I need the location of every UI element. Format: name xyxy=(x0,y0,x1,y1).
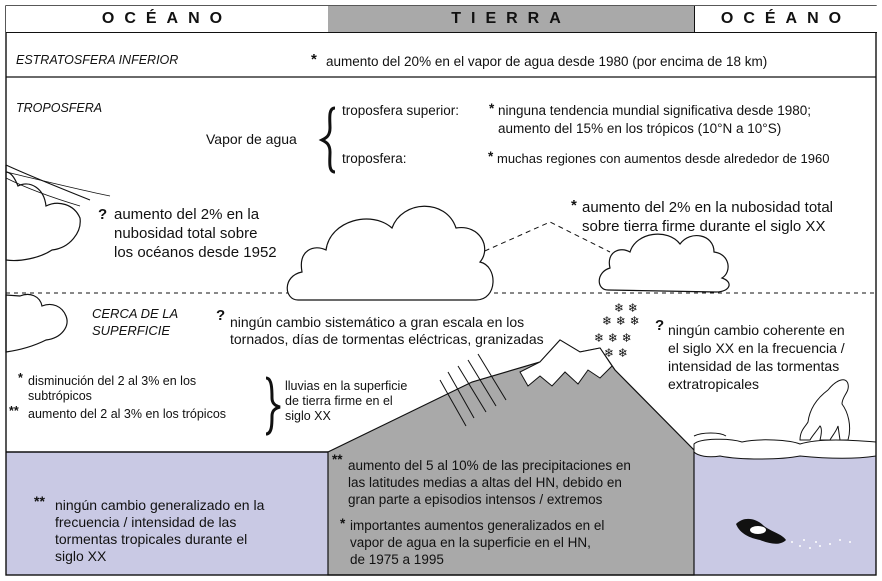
troposphere-label: TROPOSFERA xyxy=(16,101,103,115)
ocean-right-area xyxy=(694,452,876,575)
upper-troposphere-line1: ninguna tendencia mundial significativa … xyxy=(498,103,811,118)
svg-text:❄ ❄ ❄: ❄ ❄ ❄ xyxy=(594,331,632,345)
ocean-clouds-marker: ? xyxy=(98,206,108,223)
troposphere-lower-marker: * xyxy=(488,149,494,164)
rain-text-1b: subtrópicos xyxy=(28,389,92,403)
land-precip-2-line2: vapor de agua en la superficie en el HN, xyxy=(350,535,591,550)
rain-brace-line3: siglo XX xyxy=(285,409,331,423)
extratropical-line4: extratropicales xyxy=(668,376,760,392)
rain-marker-2: ** xyxy=(9,404,19,418)
upper-troposphere-line2: aumento del 15% en los trópicos (10°N a … xyxy=(498,121,782,136)
ocean-left-area xyxy=(6,452,328,575)
troposphere-label-lower: troposfera: xyxy=(342,151,407,166)
rain-text-1a: disminución del 2 al 3% en los xyxy=(28,374,197,388)
troposphere-lower-text: muchas regiones con aumentos desde alred… xyxy=(497,151,830,166)
tropical-storms-line2: frecuencia / intensidad de las xyxy=(55,514,237,530)
svg-text:❄ ❄: ❄ ❄ xyxy=(604,346,628,360)
tropical-storms-line3: tormentas tropicales durante el xyxy=(55,531,248,547)
cloud-icon xyxy=(5,293,68,353)
surface-marker: ? xyxy=(216,307,226,324)
ocean-clouds-line1: aumento del 2% en la xyxy=(114,206,260,223)
snowflake-icon: ❄ ❄ ❄ ❄ ❄ ❄ ❄ ❄ ❄ ❄ xyxy=(594,301,640,360)
tropical-storms-marker: ** xyxy=(34,493,45,509)
land-precip-2-line3: de 1975 a 1995 xyxy=(350,552,444,567)
land-clouds-marker: * xyxy=(571,197,577,214)
rain-streaks-icon xyxy=(439,353,507,427)
cloud-icon xyxy=(286,205,494,301)
tropical-storms-line1: ningún cambio generalizado en la xyxy=(55,497,265,513)
land-precip-2-line1: importantes aumentos generalizados en el xyxy=(350,518,605,533)
header-land: TIERRA xyxy=(328,6,694,33)
vapor-brace xyxy=(318,106,336,174)
rain-marker-1: * xyxy=(18,371,23,385)
water-vapor-label: Vapor de agua xyxy=(206,131,297,147)
rain-text-2: aumento del 2 al 3% en los trópicos xyxy=(28,407,227,421)
mountain-icon xyxy=(327,339,695,576)
ocean-clouds-line2: nubosidad total sobre xyxy=(114,225,258,242)
land-clouds-line1: aumento del 2% en la nubosidad total xyxy=(582,199,834,216)
rain-brace-line1: lluvias en la superficie xyxy=(285,379,408,393)
land-precip-1-line3: gran parte a episodios intensos / extrem… xyxy=(348,492,603,507)
tropical-storms-line4: siglo XX xyxy=(55,548,107,564)
land-clouds-line2: sobre tierra firme durante el siglo XX xyxy=(582,218,826,235)
surface-label-line2: SUPERFICIE xyxy=(92,323,171,338)
surface-label-line1: CERCA DE LA xyxy=(92,306,179,321)
cloud-icon xyxy=(598,233,730,293)
surface-text-line1: ningún cambio sistemático a gran escala … xyxy=(230,314,525,330)
extratropical-line1: ningún cambio coherente en xyxy=(668,322,845,338)
extratropical-line3: intensidad de las tormentas xyxy=(668,358,840,374)
upper-troposphere-label: troposfera superior: xyxy=(342,103,460,118)
stratosphere-marker: * xyxy=(311,51,317,68)
penguin-icon xyxy=(736,518,851,549)
land-precip-1-line2: las latitudes medias a altas del HN, deb… xyxy=(348,475,622,490)
stratosphere-label: ESTRATOSFERA INFERIOR xyxy=(16,53,179,67)
rain-brace-line2: de tierra firme en el xyxy=(285,394,393,408)
svg-text:❄ ❄: ❄ ❄ xyxy=(614,301,638,315)
surface-text-line2: tornados, días de tormentas eléctricas, … xyxy=(230,331,544,347)
land-precip-1-line1: aumento del 5 al 10% de las precipitacio… xyxy=(348,458,631,473)
extratropical-line2: el siglo XX en la frecuencia / xyxy=(668,340,845,356)
land-precip-marker-1: ** xyxy=(332,452,343,467)
header-ocean-right: OCÉANO xyxy=(694,6,877,33)
svg-text:❄ ❄ ❄: ❄ ❄ ❄ xyxy=(602,314,640,328)
extratropical-marker: ? xyxy=(655,317,665,334)
ocean-clouds-line3: los océanos desde 1952 xyxy=(114,244,277,261)
polar-bear-icon xyxy=(799,379,851,441)
upper-troposphere-marker: * xyxy=(489,101,495,116)
cloud-icon xyxy=(5,165,81,262)
header-ocean-left: OCÉANO xyxy=(6,6,329,33)
land-precip-marker-2: * xyxy=(340,516,346,531)
stratosphere-text: aumento del 20% en el vapor de agua desd… xyxy=(326,54,768,69)
rain-brace xyxy=(265,376,281,436)
